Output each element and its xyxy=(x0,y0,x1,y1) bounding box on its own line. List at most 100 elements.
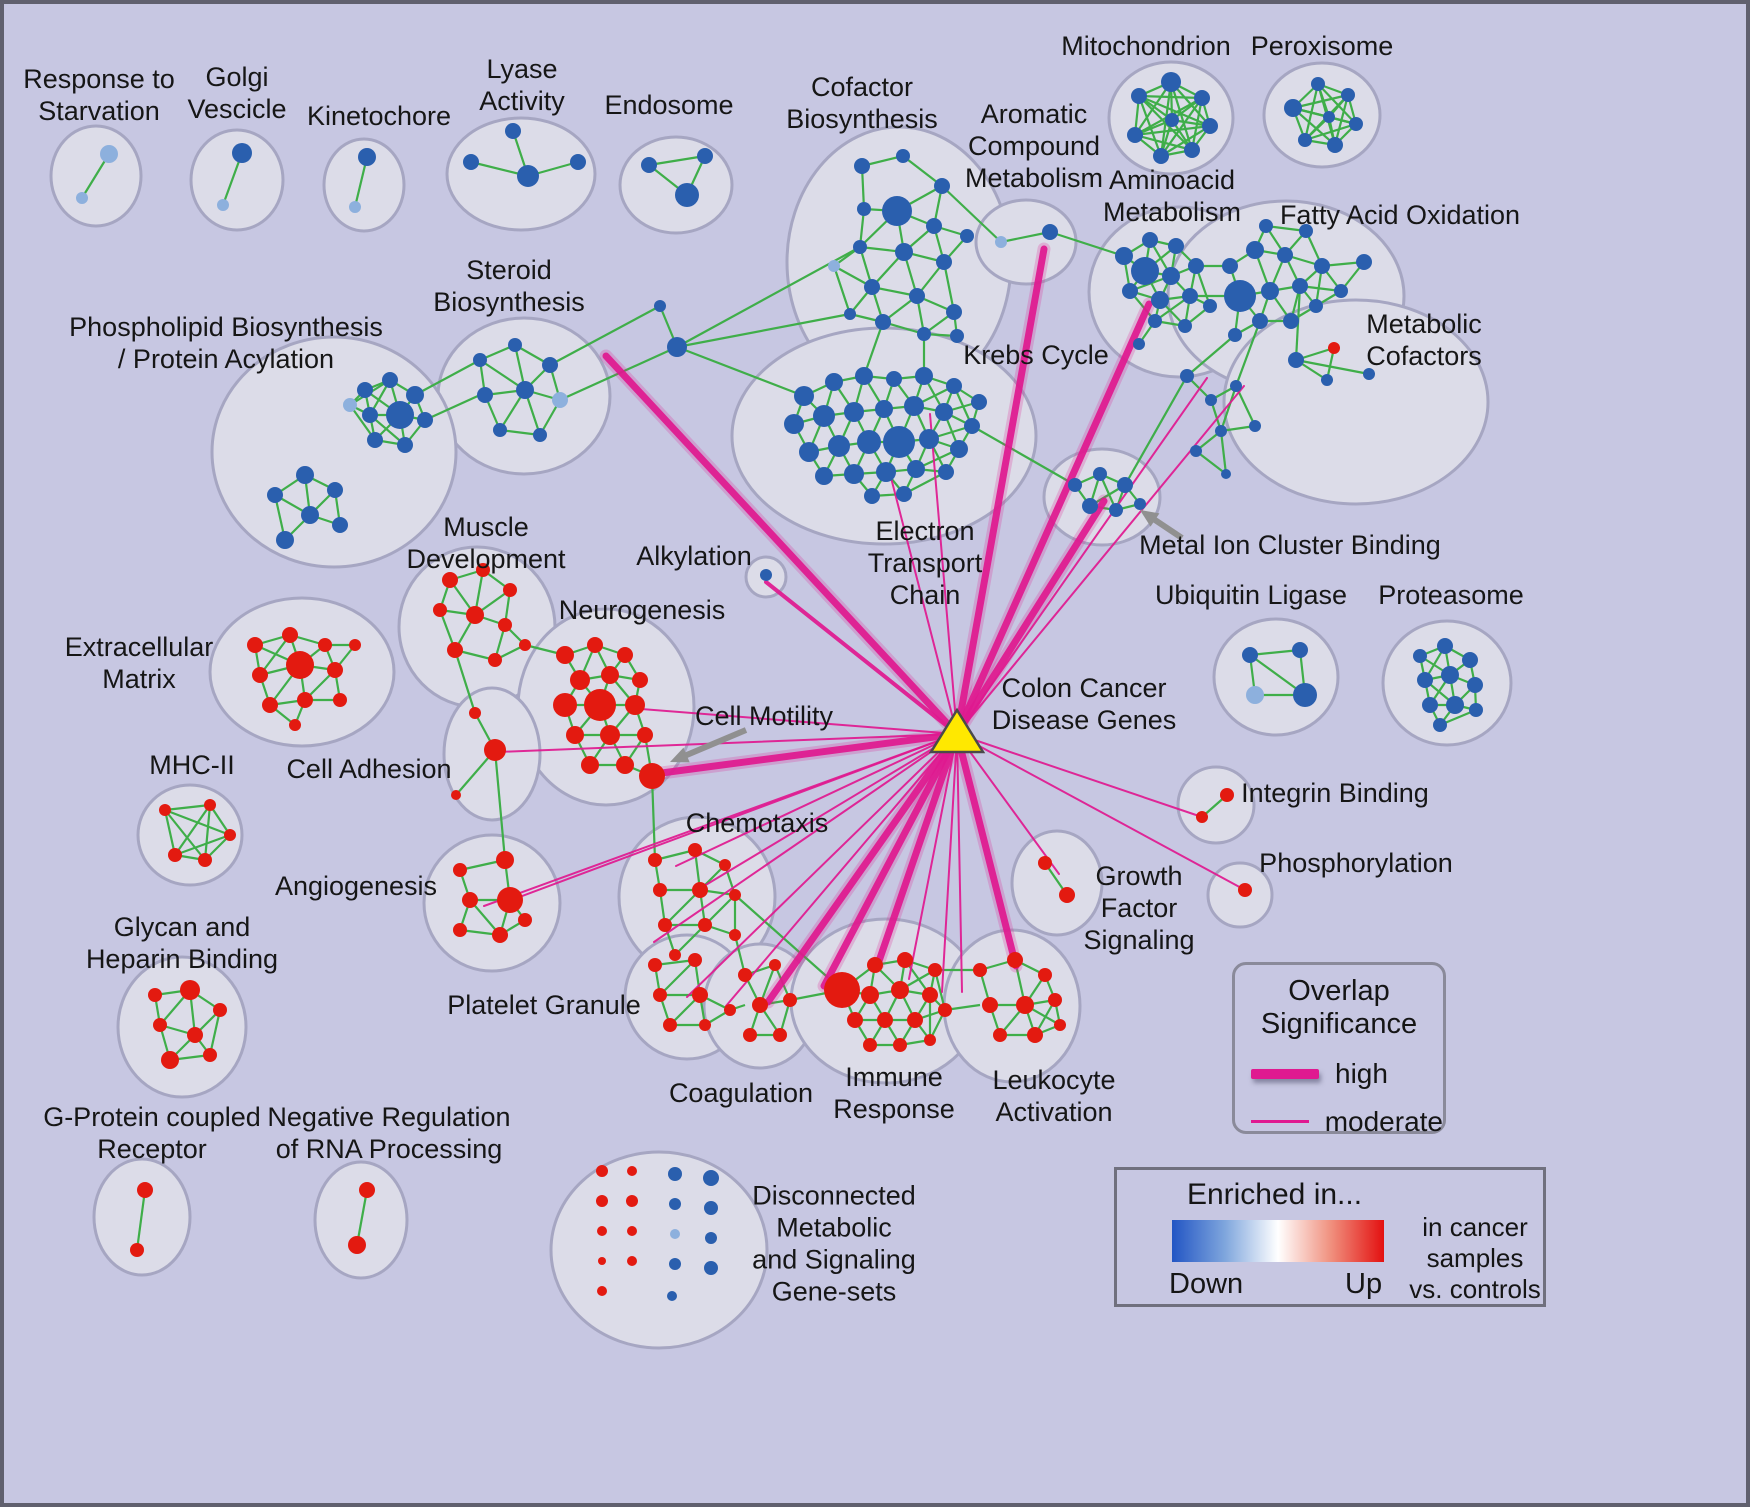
gene-set-node xyxy=(895,243,913,261)
gene-set-node xyxy=(508,338,522,352)
overlap-edge-high xyxy=(874,730,961,968)
gene-set-node xyxy=(1462,652,1478,668)
gene-set-node xyxy=(570,154,586,170)
gene-set-node xyxy=(566,726,584,744)
gene-set-node xyxy=(1356,254,1372,270)
gene-set-node xyxy=(896,149,910,163)
gene-set-node xyxy=(627,1226,637,1236)
gene-set-node xyxy=(799,442,819,462)
gene-set-node xyxy=(1222,258,1238,274)
gene-set-node xyxy=(653,883,667,897)
gene-set-node xyxy=(1131,257,1159,285)
gene-set-node xyxy=(224,829,236,841)
gene-set-node xyxy=(362,407,378,423)
gene-set-node xyxy=(667,337,687,357)
gene-set-node xyxy=(1446,696,1464,714)
gene-set-node xyxy=(844,308,856,320)
edge xyxy=(208,1009,222,1056)
gene-set-node xyxy=(406,386,424,404)
gene-set-node xyxy=(928,963,942,977)
gene-set-node xyxy=(286,651,314,679)
gene-set-node xyxy=(296,466,314,484)
inter-cluster-edge xyxy=(453,649,477,714)
colon-cancer-hub-triangle xyxy=(928,707,986,754)
gene-set-node xyxy=(159,804,171,816)
pointer-arrowhead xyxy=(670,747,690,763)
gene-set-node xyxy=(1433,718,1447,732)
overlap-edge-moderate xyxy=(956,733,1246,891)
gene-set-node xyxy=(1441,666,1459,684)
gene-set-node xyxy=(204,799,216,811)
gene-set-node xyxy=(1068,478,1082,492)
cluster-disconnected-gene-sets xyxy=(549,1150,769,1350)
gene-set-node xyxy=(1249,420,1261,432)
gene-set-node xyxy=(1180,369,1194,383)
gene-set-node xyxy=(597,1226,607,1236)
gene-set-node xyxy=(1230,380,1242,392)
high-label: high xyxy=(1335,1057,1388,1089)
gene-set-node xyxy=(386,401,414,429)
gene-set-node xyxy=(1188,258,1204,274)
gene-set-node xyxy=(1202,118,1218,134)
inter-cluster-edge xyxy=(862,321,885,377)
gene-set-node xyxy=(1203,299,1217,313)
gene-set-node xyxy=(883,426,915,458)
gene-set-node xyxy=(784,414,804,434)
overlap-edge-moderate xyxy=(929,413,958,735)
gene-set-node xyxy=(433,603,447,617)
gene-set-node xyxy=(1259,219,1273,233)
gene-set-node xyxy=(332,517,348,533)
gene-set-node xyxy=(497,887,523,913)
overlap-edge-high xyxy=(650,730,961,778)
high-significance-line xyxy=(1251,1068,1319,1079)
edge xyxy=(832,265,852,315)
gene-set-node xyxy=(596,1165,608,1177)
gene-set-node xyxy=(627,1256,637,1266)
gene-set-node xyxy=(626,1195,638,1207)
gene-set-node xyxy=(148,988,162,1002)
edge xyxy=(1134,133,1193,152)
gene-set-node xyxy=(917,327,931,341)
gene-set-node xyxy=(616,756,634,774)
gene-set-node xyxy=(729,889,741,901)
overlap-edge-moderate xyxy=(956,733,1203,818)
gene-set-node xyxy=(601,666,619,684)
gene-set-node xyxy=(738,968,752,982)
gene-set-node xyxy=(1054,1019,1066,1031)
inter-cluster-edge xyxy=(1124,375,1188,486)
edge xyxy=(1292,107,1336,146)
inter-cluster-edge xyxy=(549,305,661,366)
gene-set-node xyxy=(496,851,514,869)
gene-set-node xyxy=(1221,469,1231,479)
gene-set-node xyxy=(875,314,891,330)
gene-set-node xyxy=(453,923,467,937)
gene-set-node xyxy=(641,157,657,173)
gene-set-node xyxy=(596,1195,608,1207)
gene-set-node xyxy=(130,1243,144,1257)
gene-set-node xyxy=(1042,224,1058,240)
overlap-edge-moderate xyxy=(686,733,958,998)
gene-set-node xyxy=(542,357,558,373)
gene-set-node xyxy=(1027,1027,1043,1043)
gene-set-node xyxy=(815,467,833,485)
inter-cluster-edge xyxy=(971,425,1076,486)
inter-cluster-edge xyxy=(493,749,507,861)
edge xyxy=(203,804,212,861)
gene-set-node xyxy=(333,693,347,707)
gene-set-node xyxy=(1148,314,1162,328)
annotations-layer xyxy=(670,510,1184,763)
gene-set-node xyxy=(417,412,433,428)
gene-set-node xyxy=(669,1198,681,1210)
overlap-edge-high xyxy=(953,300,1153,738)
gene-set-node xyxy=(462,892,478,908)
gene-set-node xyxy=(971,394,987,410)
gene-set-node xyxy=(705,1232,717,1244)
gene-set-node xyxy=(327,662,343,678)
overlap-edge-moderate xyxy=(956,377,1208,735)
gene-set-node xyxy=(1038,856,1052,870)
gene-set-node xyxy=(907,460,925,478)
gene-set-node xyxy=(442,572,458,588)
edge xyxy=(479,359,526,391)
gene-set-node xyxy=(267,487,283,503)
gene-set-node xyxy=(1334,284,1348,298)
